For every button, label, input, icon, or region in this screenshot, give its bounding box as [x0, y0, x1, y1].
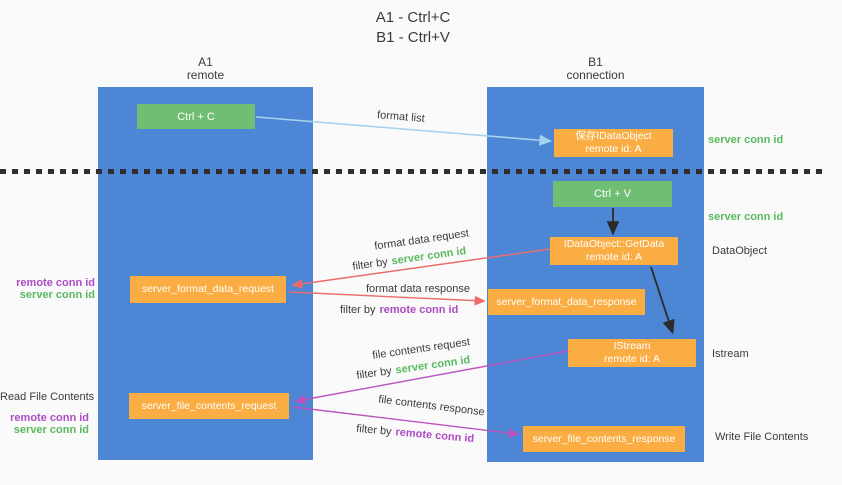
getdata-line1: IDataObject::GetData [563, 238, 665, 250]
server-format-data-request-box: server_format_data_request [130, 276, 286, 303]
column-header-a1: A1 remote [98, 56, 313, 82]
ctrl-c-box: Ctrl + C [137, 104, 255, 129]
file-contents-request-arrow [294, 350, 569, 405]
istream-line1: IStream [613, 340, 651, 352]
ctrl-v-box: Ctrl + V [553, 181, 672, 207]
right-server-conn-id-mid-label: server conn id [708, 211, 784, 223]
save-idataobject-line2: remote id: A [585, 143, 642, 155]
column-b1-subtitle: connection [566, 68, 625, 82]
istream-line2: remote id: A [603, 353, 661, 365]
read-file-contents-label: Read File Contents [0, 391, 95, 403]
file-request-label: server_file_contents_request [141, 399, 277, 412]
left-read-file-labels: Read File Contents remote conn id server… [0, 391, 95, 436]
dataobject-label: DataObject [712, 245, 768, 257]
write-file-contents-label: Write File Contents [715, 431, 809, 443]
save-idataobject-line1: 保存IDataObject [575, 130, 652, 142]
file-contents-response-arrow [292, 406, 520, 438]
getdata-line2: remote id: A [585, 251, 643, 263]
istream-side-label: Istream [712, 348, 749, 360]
server-conn-id-label: server conn id [13, 424, 89, 436]
idataobject-getdata-box: IDataObject::GetData remote id: A [550, 237, 678, 265]
ctrl-v-label: Ctrl + V [594, 188, 631, 200]
title-line-2: B1 - Ctrl+V [376, 29, 450, 46]
spacer [0, 403, 89, 412]
left-conn-id-labels-mid: remote conn id server conn id [0, 277, 95, 301]
column-b1-name: B1 [588, 55, 603, 69]
diagram-title: A1 - Ctrl+C B1 - Ctrl+V [0, 8, 826, 48]
getdata-to-istream-arrow [650, 266, 675, 335]
server-format-data-response-box: server_format_data_response [488, 289, 645, 315]
remote-conn-id-label: remote conn id [16, 277, 95, 289]
right-server-conn-id-top-label: server conn id [708, 134, 784, 146]
format-request-label: server_format_data_request [142, 283, 274, 295]
column-a1-subtitle: remote [186, 68, 225, 82]
format-data-request-arrow [291, 248, 551, 289]
title-line-1: A1 - Ctrl+C [375, 9, 451, 26]
istream-box: IStream remote id: A [568, 339, 696, 367]
ctrl-c-label: Ctrl + C [177, 110, 215, 123]
column-a1-name: A1 [198, 55, 213, 69]
format-response-label: server_format_data_response [496, 295, 637, 308]
save-idataobject-box: 保存IDataObject remote id: A [554, 129, 673, 157]
file-response-label: server_file_contents_response [532, 432, 676, 445]
server-file-contents-response-box: server_file_contents_response [523, 426, 685, 452]
remote-conn-id-label: remote conn id [10, 412, 89, 424]
server-file-contents-request-box: server_file_contents_request [129, 393, 289, 419]
format-list-arrow [255, 116, 553, 146]
filter-by-text: filter by [340, 304, 376, 316]
remote-conn-id-text: remote conn id [379, 304, 459, 316]
format-data-response-label: format data response [366, 283, 470, 295]
column-header-b1: B1 connection [487, 56, 704, 82]
machine-boundary-dotted-line [0, 169, 823, 174]
server-conn-id-label: server conn id [19, 289, 95, 301]
format-data-response-arrow [288, 291, 486, 306]
